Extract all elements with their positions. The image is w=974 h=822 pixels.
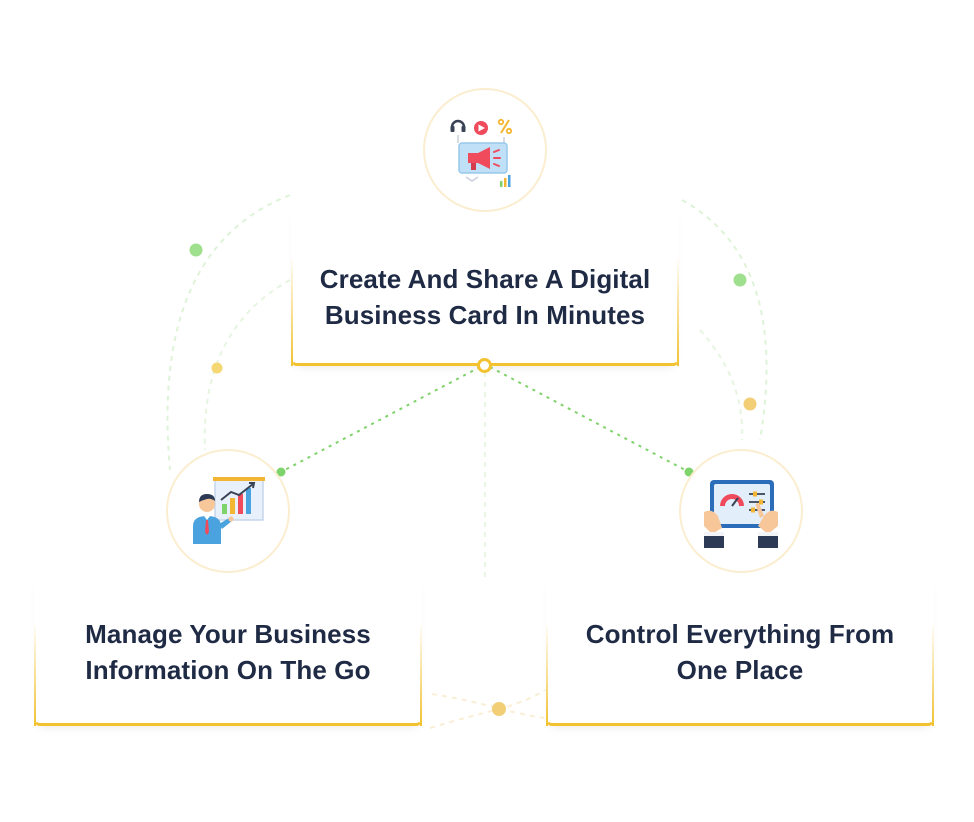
right-outer-arc <box>681 199 768 441</box>
feature-title-line: Create And Share A Digital <box>319 264 651 294</box>
feature-card-create-share: Create And Share A Digital Business Card… <box>291 205 679 367</box>
feature-title: Create And Share A Digital Business Card… <box>320 261 651 333</box>
dot-green <box>189 243 203 257</box>
feature-card-control-everything: Control Everything From One Place <box>546 574 934 727</box>
tablet-dashboard-icon <box>704 480 778 548</box>
left-outer-arc <box>166 194 291 471</box>
hub-to-left <box>280 366 481 473</box>
dot-yellow <box>492 702 506 716</box>
feature-title-line: Information On The Go <box>85 654 371 685</box>
dot-yellow <box>211 362 223 374</box>
presenter-chart-icon <box>193 477 265 544</box>
megaphone-marketing-icon <box>450 118 513 187</box>
feature-title: Manage Your Business Information On The … <box>85 616 371 688</box>
icon-circle-create-share <box>423 88 547 212</box>
bottom-cross-1 <box>431 693 546 719</box>
icon-circle-manage-info <box>166 449 290 573</box>
dot-yellow <box>743 397 757 411</box>
dot-green <box>276 467 286 477</box>
feature-card-manage-info: Manage Your Business Information On The … <box>34 574 422 727</box>
hub-node <box>477 358 492 373</box>
right-inner-arc <box>699 329 744 441</box>
feature-title: Control Everything From One Place <box>586 616 895 688</box>
hub-to-right <box>489 366 690 473</box>
dot-green <box>733 273 747 287</box>
feature-title-line: One Place <box>676 654 804 685</box>
feature-title-line: Manage Your Business <box>85 618 371 649</box>
feature-title-line: Business Card In Minutes <box>324 300 646 330</box>
left-inner-arc <box>203 279 291 451</box>
icon-circle-control-everything <box>679 449 803 573</box>
feature-title-line: Control Everything From <box>585 618 895 649</box>
